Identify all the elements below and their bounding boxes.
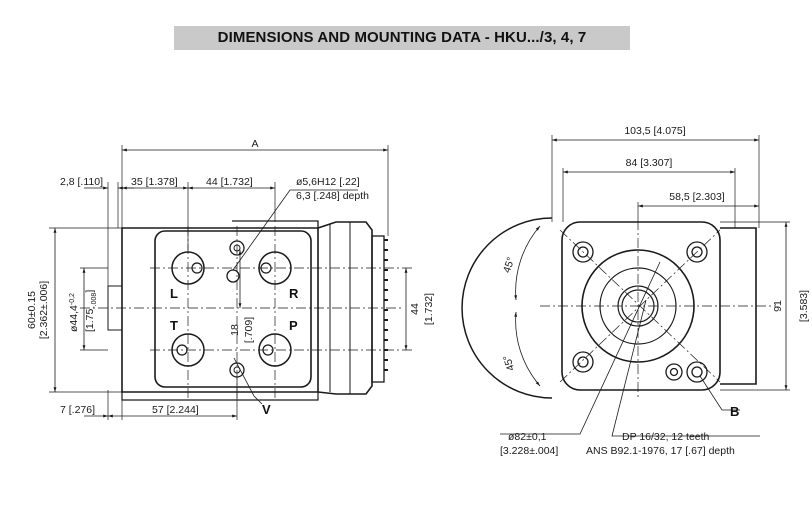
port-face bbox=[154, 230, 312, 388]
port-P-label: P bbox=[289, 318, 298, 333]
dim-44-right: 44 bbox=[409, 303, 421, 315]
dim-60-imperial: [2.362±.006] bbox=[38, 281, 50, 339]
angle-top: 45° bbox=[501, 256, 517, 275]
dim-58-5: 58,5 [2.303] bbox=[669, 191, 725, 203]
dim-82: ø82±0,1 bbox=[508, 431, 547, 443]
dim-44-top: 44 [1.732] bbox=[206, 176, 253, 188]
label-B: B bbox=[730, 404, 739, 419]
valve-body bbox=[121, 227, 319, 393]
dim-35: 35 [1.378] bbox=[131, 176, 178, 188]
drawing-title: DIMENSIONS AND MOUNTING DATA - HKU.../3,… bbox=[174, 26, 630, 50]
dim-103-5: 103,5 [4.075] bbox=[624, 125, 685, 137]
side-view bbox=[461, 135, 790, 437]
dim-18: 18 bbox=[229, 324, 241, 336]
port-V-label: V bbox=[262, 402, 271, 417]
dim-A: A bbox=[251, 138, 258, 150]
dim-hole-depth: 6,3 [.248] depth bbox=[296, 190, 369, 202]
dim-hole-diameter: ø5,6H12 [.22] bbox=[296, 176, 360, 188]
dim-2-8: 2,8 [.110] bbox=[60, 176, 103, 188]
spline-spec: DP 16/32, 12 teeth bbox=[622, 431, 710, 443]
dim-7: 7 [.276] bbox=[60, 404, 95, 416]
dim-82-imperial: [3.228±.004] bbox=[500, 445, 558, 457]
dim-91: 91 bbox=[772, 300, 784, 312]
dim-44-right-imperial: [1.732] bbox=[423, 293, 435, 325]
dim-44-4-imperial: [1.75-.008] bbox=[84, 290, 98, 332]
dim-60: 60±0.15 bbox=[26, 291, 38, 329]
front-view bbox=[49, 145, 412, 420]
port-T-label: T bbox=[170, 318, 178, 333]
angle-bottom: 45° bbox=[501, 354, 517, 373]
port-L-label: L bbox=[170, 286, 178, 301]
front-view-labels: A 2,8 [.110] 35 [1.378] 44 [1.732] ø5,6H… bbox=[26, 138, 435, 417]
bolt-holes bbox=[572, 241, 708, 383]
port-R-label: R bbox=[289, 286, 299, 301]
side-view-labels: 103,5 [4.075] 84 [3.307] 58,5 [2.303] 91… bbox=[500, 125, 810, 457]
dim-57: 57 [2.244] bbox=[152, 404, 199, 416]
dim-84: 84 [3.307] bbox=[626, 157, 673, 169]
dim-91-imperial: [3.583] bbox=[798, 290, 810, 322]
dim-44-4: ø44,4-0,2 bbox=[68, 293, 80, 332]
dim-18-imperial: [.709] bbox=[243, 317, 255, 343]
spline-standard: ANS B92.1-1976, 17 [.67] depth bbox=[586, 445, 735, 457]
